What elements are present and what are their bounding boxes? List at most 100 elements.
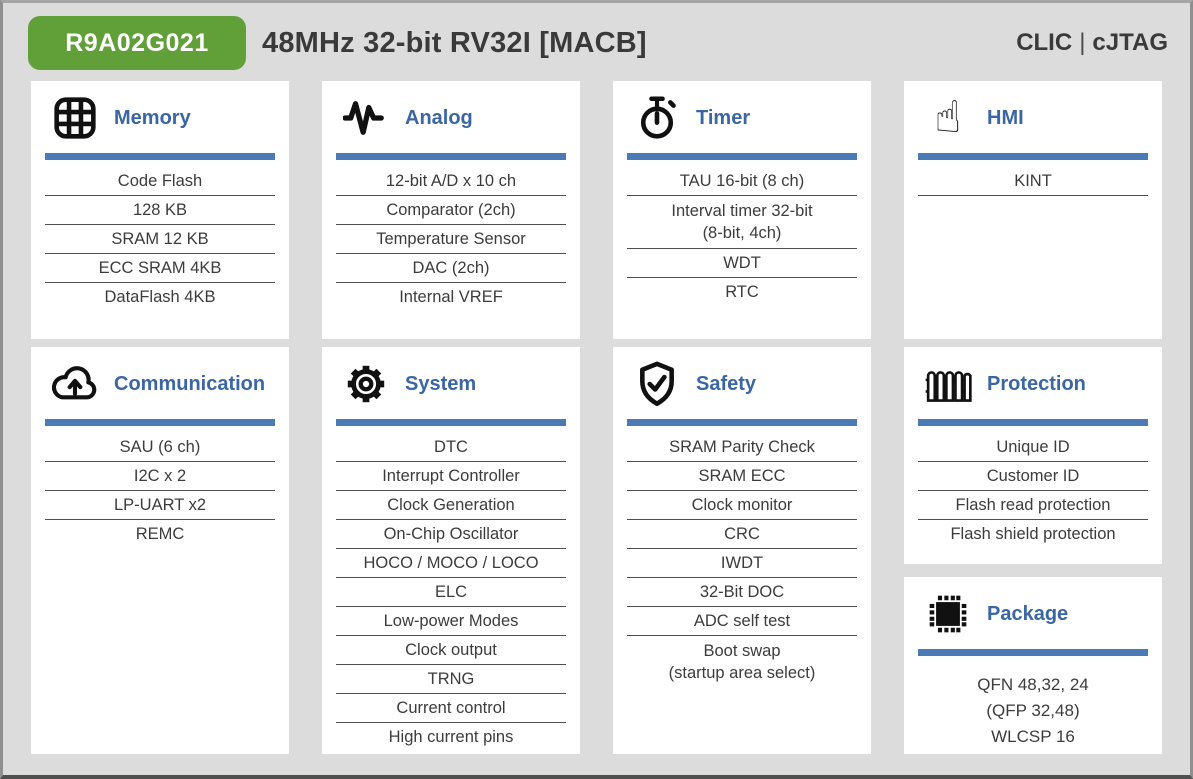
accent-bar — [918, 419, 1148, 426]
clic-label: CLIC — [1016, 29, 1073, 56]
feature-item: TRNG — [336, 664, 566, 693]
card-analog: Analog 12-bit A/D x 10 ch Comparator (2ch)… — [322, 81, 580, 339]
feature-item-text: ECC SRAM 4KB — [98, 259, 222, 277]
accent-bar — [918, 649, 1148, 656]
feature-item: 128 KB — [45, 195, 275, 224]
feature-item: Interrupt Controller — [336, 461, 566, 490]
card-header: Timer — [613, 94, 871, 142]
feature-item: High current pins — [336, 722, 566, 751]
feature-item-text: Current control — [396, 699, 506, 717]
feature-item: Comparator (2ch) — [336, 195, 566, 224]
card-header: Safety — [613, 360, 871, 408]
card-hmi: ☝HMI KINT — [904, 81, 1162, 339]
card-title: Timer — [696, 106, 751, 129]
feature-item-text: 128 KB — [132, 201, 188, 219]
feature-item: ELC — [336, 577, 566, 606]
feature-item: Unique ID — [918, 433, 1148, 461]
feature-item: SAU (6 ch) — [45, 433, 275, 461]
card-title: HMI — [987, 106, 1024, 129]
feature-item: Clock output — [336, 635, 566, 664]
feature-item-text: Interval timer 32-bit — [671, 202, 813, 220]
feature-item-text: QFN 48,32, 24 — [977, 675, 1089, 694]
feature-item: KINT — [918, 167, 1148, 196]
feature-item: ECC SRAM 4KB — [45, 253, 275, 282]
feature-item-text: SAU (6 ch) — [119, 438, 201, 456]
card-header: Communication — [31, 360, 289, 408]
feature-item-text: CRC — [724, 525, 760, 543]
feature-item: 12-bit A/D x 10 ch — [336, 167, 566, 195]
card-title: System — [405, 372, 477, 395]
feature-item-text: Internal VREF — [399, 288, 503, 306]
accent-bar — [918, 153, 1148, 160]
feature-item-text: (8-bit, 4ch) — [702, 224, 782, 242]
feature-item: Temperature Sensor — [336, 224, 566, 253]
feature-item-text: 12-bit A/D x 10 ch — [385, 172, 517, 190]
feature-item: Low-power Modes — [336, 606, 566, 635]
feature-item-text: Clock Generation — [387, 496, 515, 514]
feature-item-text: Code Flash — [117, 172, 203, 190]
card-header: ☝HMI — [904, 94, 1162, 142]
stopwatch-icon — [633, 94, 681, 142]
diagram-header: R9A02G021 48MHz 32-bit RV32I [MACB] CLIC… — [3, 3, 1190, 81]
feature-item-text: WDT — [723, 254, 761, 272]
feature-item: Boot swap (startup area select) — [627, 635, 857, 688]
feature-item-text: Unique ID — [996, 438, 1070, 456]
feature-list: QFN 48,32, 24 (QFP 32,48) WLCSP 16 — [918, 663, 1148, 754]
feature-item: REMC — [45, 519, 275, 548]
feature-item-text: LP-UART x2 — [113, 496, 206, 514]
card-title: Package — [987, 602, 1069, 625]
feature-item-text: 32-Bit DOC — [699, 583, 785, 601]
card-header: Package — [904, 590, 1162, 638]
feature-item: Internal VREF — [336, 282, 566, 311]
feature-item-text: Customer ID — [986, 467, 1080, 485]
feature-item: Flash read protection — [918, 490, 1148, 519]
card-header: Analog — [322, 94, 580, 142]
feature-list: SAU (6 ch) I2C x 2 LP-UART x2 REMC — [45, 433, 275, 548]
feature-item-text: Comparator (2ch) — [386, 201, 516, 219]
feature-item-text: WLCSP 16 — [991, 727, 1075, 746]
feature-item-text: Low-power Modes — [383, 612, 519, 630]
feature-item-text: ADC self test — [693, 612, 791, 630]
separator-pipe: | — [1079, 29, 1086, 56]
feature-item: 32-Bit DOC — [627, 577, 857, 606]
feature-item: WDT — [627, 248, 857, 277]
feature-item: Customer ID — [918, 461, 1148, 490]
feature-item-text: TRNG — [427, 670, 475, 688]
part-number-badge: R9A02G021 — [28, 16, 246, 70]
feature-item-text: Clock output — [405, 641, 497, 659]
feature-item-text: Boot swap — [703, 642, 781, 660]
feature-item: RTC — [627, 277, 857, 306]
feature-item-text: (startup area select) — [668, 664, 816, 682]
card-title: Memory — [114, 106, 191, 129]
feature-item: SRAM ECC — [627, 461, 857, 490]
feature-item: ADC self test — [627, 606, 857, 635]
feature-list: 12-bit A/D x 10 ch Comparator (2ch) Temper… — [336, 167, 566, 311]
feature-item-text: (QFP 32,48) — [986, 701, 1080, 720]
feature-item: I2C x 2 — [45, 461, 275, 490]
feature-item: Interval timer 32-bit (8-bit, 4ch) — [627, 195, 857, 248]
feature-item-text: TAU 16-bit (8 ch) — [679, 172, 805, 190]
header-right-label: CLIC|cJTAG — [1016, 29, 1168, 57]
feature-item: CRC — [627, 519, 857, 548]
feature-item-text: Flash shield protection — [950, 525, 1116, 543]
feature-list: TAU 16-bit (8 ch) Interval timer 32-bit (8… — [627, 167, 857, 306]
feature-item-text: High current pins — [388, 728, 514, 746]
feature-item: SRAM 12 KB — [45, 224, 275, 253]
shield-check-icon — [633, 360, 681, 408]
feature-item: LP-UART x2 — [45, 490, 275, 519]
card-title: Analog — [405, 106, 473, 129]
feature-item: Code Flash — [45, 167, 275, 195]
feature-list: KINT — [918, 167, 1148, 196]
waveform-icon — [342, 94, 390, 142]
feature-item-text: Interrupt Controller — [382, 467, 520, 485]
